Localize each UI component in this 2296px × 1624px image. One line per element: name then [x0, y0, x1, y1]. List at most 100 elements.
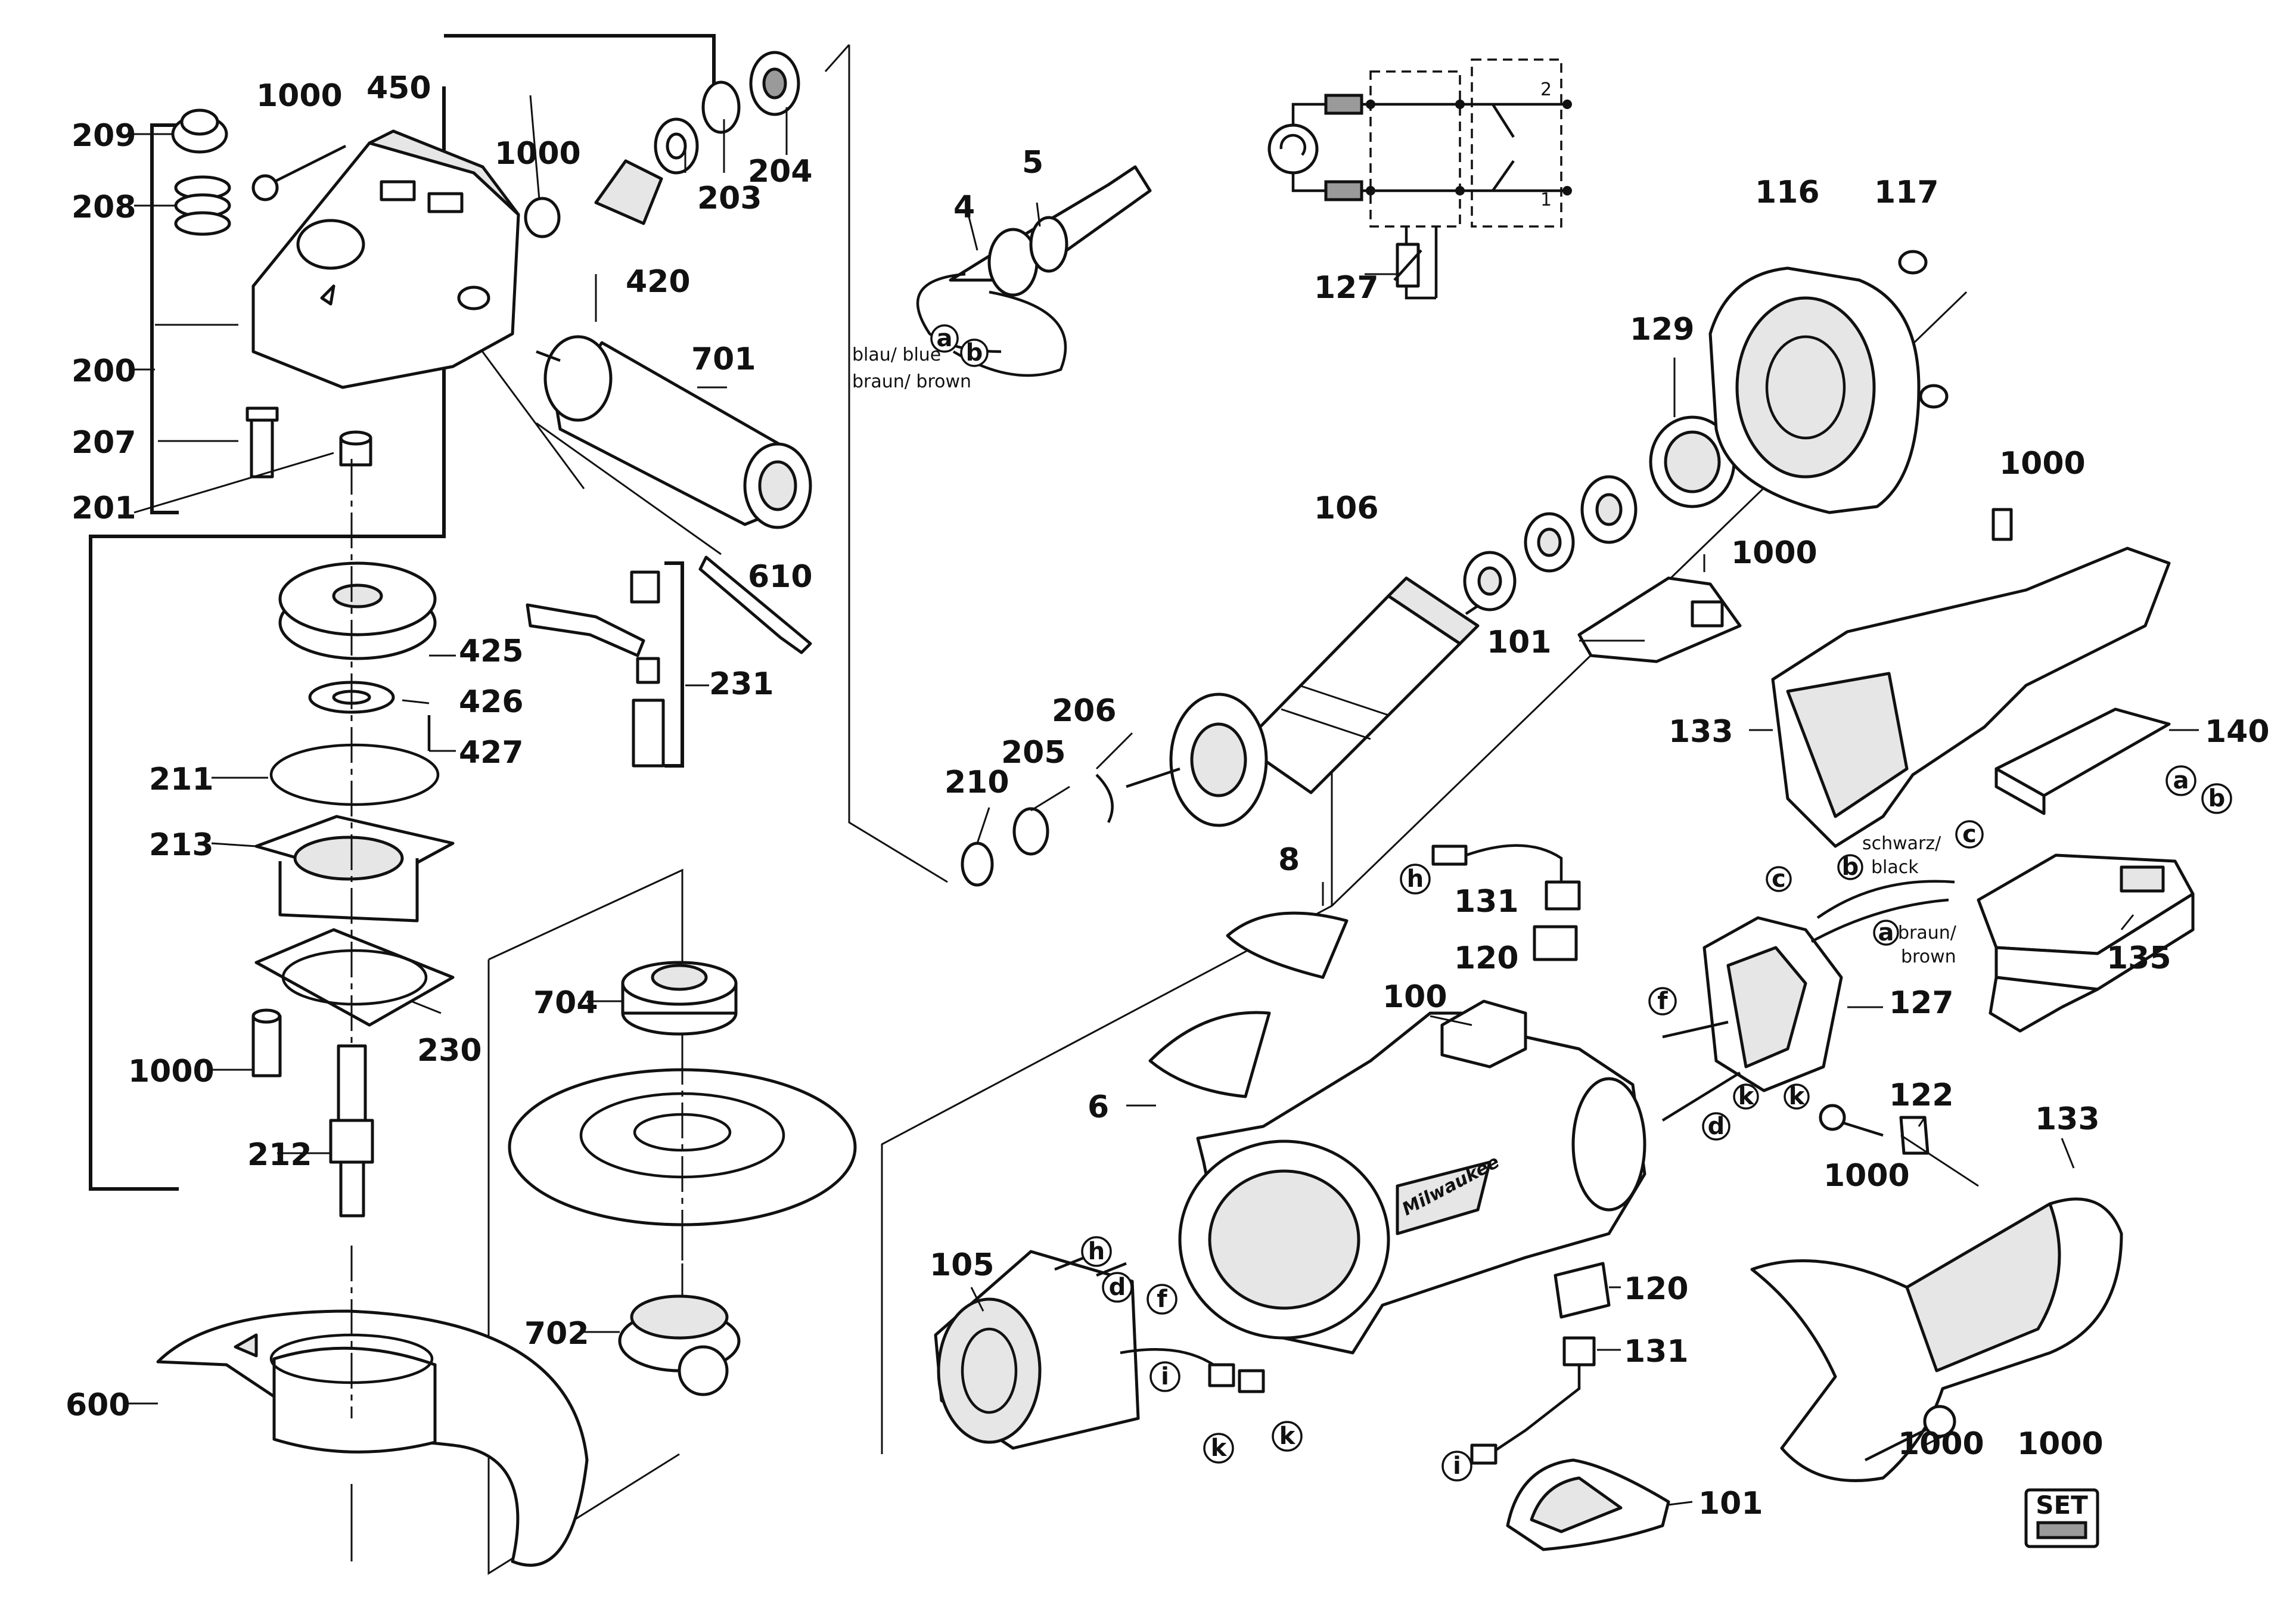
leader-lines — [125, 95, 2199, 1506]
letter-h-top: h — [1407, 865, 1424, 893]
letter-d-field: d — [1109, 1274, 1126, 1301]
label-106: 106 — [1314, 490, 1379, 526]
label-200: 200 — [72, 353, 136, 389]
contact-label-1: 1 — [1540, 190, 1552, 210]
label-120-top: 120 — [1454, 940, 1519, 976]
bushing-201 — [339, 430, 372, 467]
label-231: 231 — [709, 666, 774, 702]
label-133-bottom: 133 — [2035, 1101, 2100, 1137]
letter-a-module: a — [2173, 767, 2189, 794]
label-212: 212 — [247, 1137, 312, 1173]
label-610: 610 — [748, 559, 813, 595]
label-213: 213 — [149, 827, 214, 863]
letter-c-module: c — [1962, 821, 1977, 848]
label-122: 122 — [1889, 1078, 1954, 1113]
contact-label-2: 2 — [1540, 79, 1552, 100]
label-1000-bottom: 1000 — [1898, 1426, 1984, 1462]
letter-d-switch: d — [1708, 1113, 1725, 1140]
power-cable — [916, 165, 1152, 377]
screw-1000-top — [251, 144, 347, 201]
label-1000-top: 1000 — [256, 78, 343, 114]
guard-600 — [156, 1246, 589, 1567]
brush-cover-101-bottom — [1506, 1458, 1670, 1551]
armature-bearings — [1463, 415, 1736, 611]
letter-k-switch2: k — [1789, 1083, 1806, 1110]
spring-208 — [174, 175, 231, 236]
lever-610 — [698, 555, 812, 654]
letter-a-cable: a — [937, 325, 953, 352]
label-427: 427 — [459, 735, 524, 771]
label-101-top: 101 — [1487, 625, 1552, 660]
electronic-module-135 — [1977, 853, 2195, 1033]
wire-label-brown: braun/ brown — [852, 371, 971, 392]
label-101-bottom: 101 — [1698, 1486, 1763, 1521]
letter-h-field: h — [1088, 1238, 1105, 1265]
wire-color-labels: blau/ blue braun/ brown schwarz/ black b… — [852, 79, 1957, 967]
cap-209 — [171, 108, 228, 154]
label-1000-screw: 1000 — [128, 1054, 215, 1089]
label-450: 450 — [366, 70, 431, 106]
spindle-212 — [329, 459, 374, 1218]
switch-127 — [1661, 880, 1955, 1122]
connectors-120-131-bottom — [1470, 1262, 1611, 1465]
label-208: 208 — [72, 190, 136, 225]
label-131-bottom: 131 — [1624, 1334, 1689, 1370]
label-211: 211 — [149, 762, 214, 797]
flange-nut-704 — [621, 961, 738, 1036]
wire-label-black-en: black — [1871, 857, 1919, 878]
label-704: 704 — [533, 985, 598, 1021]
label-135: 135 — [2107, 940, 2171, 976]
field-coil-105 — [934, 1250, 1265, 1450]
screw-1000-flange — [251, 1008, 282, 1078]
letter-b-cable: b — [966, 339, 983, 367]
label-600: 600 — [66, 1387, 131, 1423]
side-handle — [536, 335, 812, 529]
letter-f-field: f — [1157, 1285, 1167, 1313]
brush-cover-101-top — [1577, 576, 1742, 663]
connectors-120-131-top — [1431, 844, 1581, 961]
letter-b-switch: b — [1842, 853, 1859, 881]
wire-label-brown-en: brown — [1901, 946, 1956, 967]
label-209: 209 — [72, 118, 136, 154]
letter-i-bottom: i — [1453, 1452, 1461, 1480]
letter-a-switch: a — [1878, 919, 1894, 946]
letter-k-field2: k — [1279, 1423, 1296, 1450]
pinion-bearing-group — [524, 51, 800, 238]
label-425: 425 — [459, 634, 524, 669]
label-701: 701 — [691, 341, 756, 377]
label-1000-pinion: 1000 — [495, 136, 581, 172]
handle-half-133-bottom — [1750, 1197, 2123, 1482]
label-702: 702 — [524, 1316, 589, 1352]
wire-label-brown-de: braun/ — [1898, 923, 1957, 943]
label-426: 426 — [459, 684, 524, 720]
label-6 — [1148, 1011, 1271, 1098]
label-206: 206 — [1052, 693, 1117, 729]
label-129: 129 — [1630, 312, 1695, 347]
letter-b-module: b — [2208, 785, 2226, 812]
label-5: 5 — [1022, 145, 1043, 181]
label-6: 6 — [1088, 1089, 1109, 1125]
label-8: 8 — [1278, 842, 1300, 878]
label-210: 210 — [945, 765, 1009, 800]
letter-c-switch: c — [1772, 865, 1786, 893]
label-230: 230 — [417, 1033, 482, 1069]
letter-k-switch1: k — [1738, 1083, 1755, 1110]
label-1000-clamp: 1000 — [1823, 1158, 1910, 1194]
label-131-top: 131 — [1454, 884, 1519, 920]
label-4: 4 — [953, 190, 975, 225]
pad-140 — [1994, 707, 2171, 815]
label-140: 140 — [2205, 714, 2270, 750]
label-116: 116 — [1755, 175, 1820, 210]
motor-housing-100 — [1178, 999, 1646, 1355]
label-127-circuit: 127 — [1314, 270, 1379, 306]
o-ring-211 — [269, 743, 440, 806]
wire-label-blue: blau/ blue — [852, 344, 941, 365]
grinding-wheel — [508, 1049, 857, 1311]
letter-k-field1: k — [1211, 1434, 1228, 1462]
label-127-switch: 127 — [1889, 985, 1954, 1021]
wire-label-black-de: schwarz/ — [1862, 833, 1941, 854]
gasket-230 — [254, 928, 455, 1027]
part-number-labels: 209 1000 450 208 1000 203 204 420 200 70… — [66, 70, 2270, 1521]
label-201: 201 — [72, 490, 136, 526]
washers-205-210 — [961, 774, 1114, 887]
